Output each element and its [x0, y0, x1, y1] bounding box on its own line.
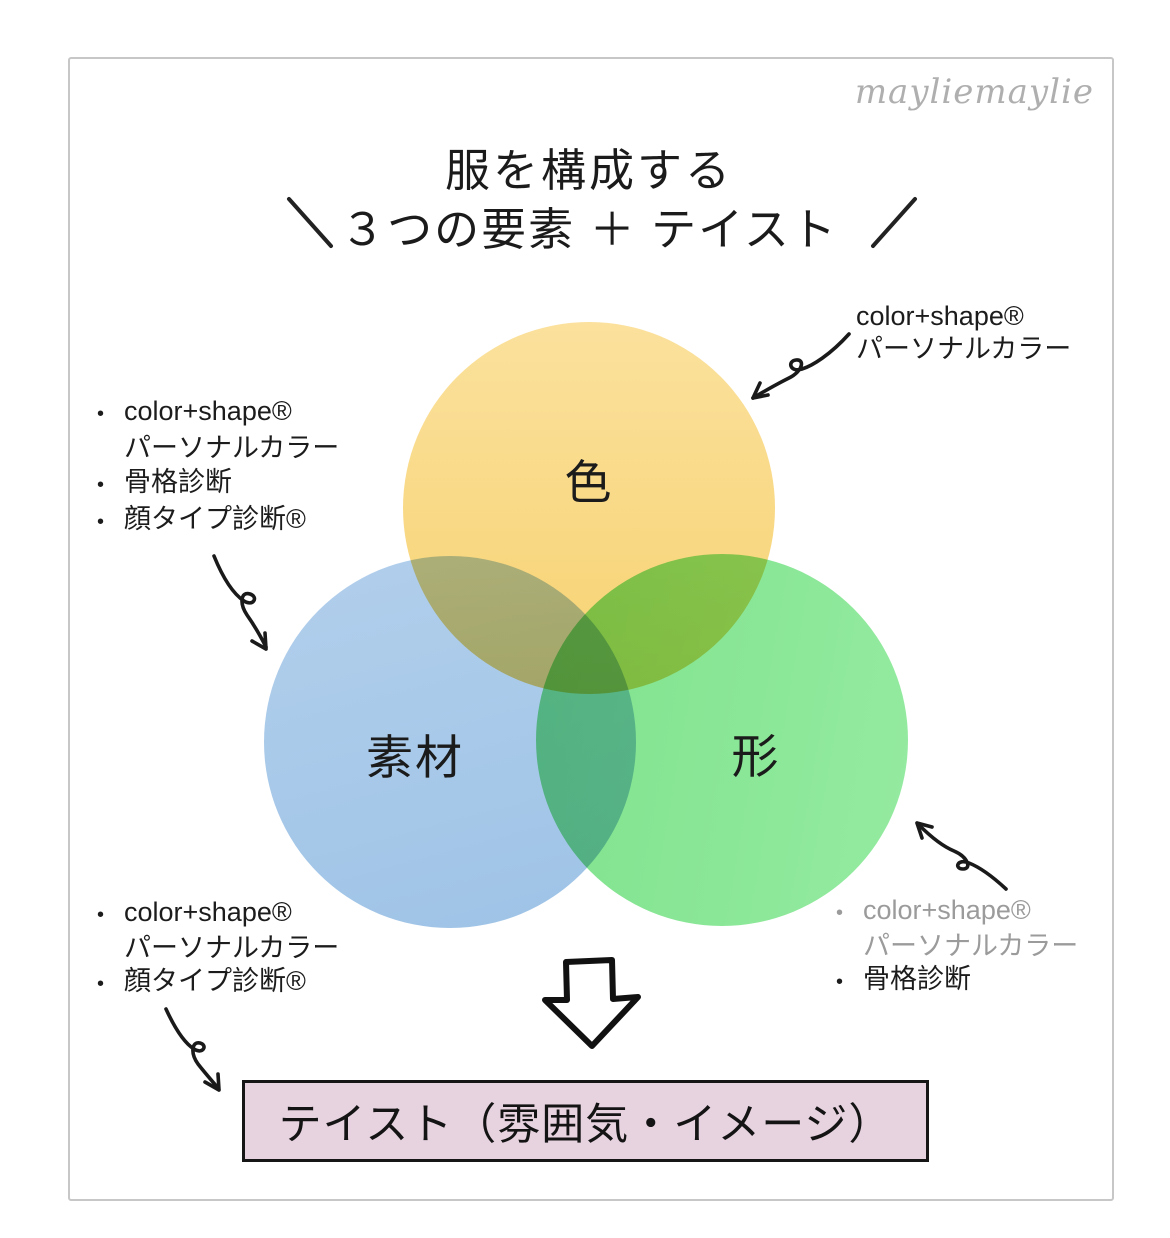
annotation-text: 骨格診断 [863, 964, 971, 994]
list-item: パーソナルカラー [836, 930, 1078, 963]
venn-label-shape: 形 [731, 730, 779, 783]
annotation-bottom-left: • color+shape® パーソナルカラー • 顔タイプ診断® [97, 896, 339, 1001]
annotation-text: パーソナルカラー [863, 931, 1079, 961]
annotation-text: color+shape® [124, 396, 292, 426]
annotation-text: 骨格診断 [124, 467, 232, 497]
list-item: • 顔タイプ診断® [97, 502, 339, 539]
bullet-icon: • [97, 474, 105, 496]
list-item: • 骨格診断 [97, 465, 339, 502]
annotation-text: color+shape® [863, 895, 1031, 925]
list-item: • color+shape® [97, 896, 339, 932]
taste-box: テイスト（雰囲気・イメージ） [242, 1080, 929, 1162]
list-item: • color+shape® [836, 894, 1078, 930]
bullet-icon: • [836, 971, 844, 993]
annotation-text: パーソナルカラー [124, 933, 340, 963]
title-line2: ３つの要素 ＋ テイスト [340, 204, 838, 255]
annotation-text: パーソナルカラー [124, 433, 340, 463]
title-line1: 服を構成する [444, 145, 733, 196]
taste-box-label: テイスト（雰囲気・イメージ） [278, 1101, 893, 1149]
bullet-icon: • [97, 904, 105, 926]
list-item: • 顔タイプ診断® [97, 965, 339, 1001]
list-item: パーソナルカラー [97, 932, 339, 965]
annotation-top-right: color+shape® パーソナルカラー [856, 300, 1071, 366]
venn-label-material: 素材 [366, 731, 464, 784]
venn-circle-shape [536, 554, 908, 926]
annotation-top-left: • color+shape® パーソナルカラー • 骨格診断 • 顔タイプ診断® [97, 394, 339, 539]
list-item: • color+shape® [97, 394, 339, 431]
bullet-icon: • [97, 511, 105, 533]
bullet-icon: • [836, 902, 844, 924]
bullet-icon: • [97, 403, 105, 425]
list-item: パーソナルカラー [856, 333, 1071, 366]
list-item: color+shape® [856, 300, 1071, 333]
annotation-text: color+shape® [856, 301, 1024, 331]
watermark: mayliemaylie [854, 72, 1094, 112]
annotation-text: 顔タイプ診断® [124, 504, 306, 534]
bullet-icon: • [97, 973, 105, 995]
annotation-text: color+shape® [124, 897, 292, 927]
annotation-text: パーソナルカラー [856, 334, 1072, 364]
venn-label-color: 色 [564, 456, 612, 509]
annotation-text: 顔タイプ診断® [124, 966, 306, 996]
list-item: パーソナルカラー [97, 431, 339, 465]
annotation-bottom-right: • color+shape® パーソナルカラー • 骨格診断 [836, 894, 1078, 999]
list-item: • 骨格診断 [836, 963, 1078, 999]
